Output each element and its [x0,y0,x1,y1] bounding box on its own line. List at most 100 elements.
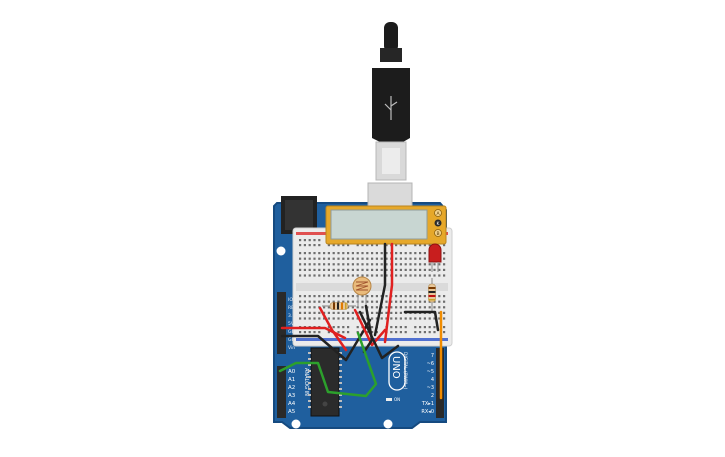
breadboard-hole [423,317,426,320]
breadboard-hole [318,252,321,255]
wire-red[interactable] [353,308,387,347]
breadboard-hole [380,263,383,266]
analog-pin-labels: A0 A1 A2 A3 A4 A5 [288,369,296,415]
breadboard-hole [409,274,412,277]
breadboard-hole [347,317,350,320]
analog-header[interactable] [277,366,286,418]
breadboard-hole [399,311,402,314]
breadboard-hole [361,244,364,247]
on-led-label: ON [394,397,400,402]
breadboard-hole [390,331,393,334]
breadboard-hole [327,268,330,271]
breadboard-hole [327,295,330,298]
breadboard-hole [399,331,402,334]
breadboard-hole [366,331,369,334]
breadboard-hole [347,300,350,303]
breadboard-hole [414,331,417,334]
breadboard-hole [299,300,302,303]
breadboard-hole [347,326,350,329]
breadboard-hole [414,263,417,266]
wire-red[interactable] [280,326,347,340]
breadboard-hole [366,274,369,277]
breadboard-hole [443,311,446,314]
breadboard-hole [395,252,398,255]
wire-red[interactable] [383,242,394,344]
breadboard-hole [342,268,345,271]
breadboard-hole [399,306,402,309]
breadboard-hole [303,300,306,303]
breadboard-hole [308,244,311,247]
breadboard-hole [323,274,326,277]
digital-pin-label: 4 [431,377,434,383]
breadboard-hole [399,295,402,298]
breadboard-hole [323,300,326,303]
breadboard-hole [313,311,316,314]
wire-black[interactable] [280,318,372,362]
breadboard-hole [303,239,306,242]
breadboard-hole [395,244,398,247]
breadboard-hole [337,257,340,260]
breadboard-hole [332,317,335,320]
breadboard-hole [409,268,412,271]
breadboard-hole [308,257,311,260]
uno-logo-text: UNO [390,356,401,379]
usb-cable[interactable] [372,22,410,181]
lcd-module[interactable]: A K B [325,205,447,245]
breadboard-hole [419,274,422,277]
breadboard-hole [419,295,422,298]
breadboard-hole [356,268,359,271]
breadboard-hole [371,317,374,320]
wire-black[interactable] [358,310,400,360]
breadboard-hole [318,300,321,303]
breadboard-hole [313,263,316,266]
breadboard-hole [385,257,388,260]
photoresistor[interactable] [352,276,372,306]
breadboard-hole [323,306,326,309]
power-header[interactable] [277,292,286,354]
usb-cable-strain-relief [384,22,398,52]
breadboard-hole [395,263,398,266]
breadboard-hole [351,317,354,320]
breadboard-hole [399,244,402,247]
breadboard-hole [375,244,378,247]
wire-black[interactable] [373,242,387,337]
breadboard-hole [361,274,364,277]
wire-black[interactable] [403,310,440,332]
breadboard-hole [308,331,311,334]
breadboard-hole [318,274,321,277]
power-jack-inner [285,200,313,230]
breadboard-hole [423,244,426,247]
breadboard-hole [308,268,311,271]
breadboard-hole [414,257,417,260]
breadboard-hole [332,244,335,247]
breadboard-hole [428,306,431,309]
breadboard-hole [313,331,316,334]
digital-pin-labels: 7 ~6 ~5 4 ~3 2 TX▸1 RX◂0 [421,353,434,415]
wire-green[interactable] [278,331,378,398]
breadboard-hole [299,317,302,320]
breadboard-hole [303,257,306,260]
wire-black[interactable] [362,304,374,354]
breadboard-hole [433,306,436,309]
breadboard-hole [380,274,383,277]
breadboard-hole [327,306,330,309]
breadboard-hole [337,268,340,271]
red-led[interactable] [428,243,442,272]
resistor-vertical[interactable] [428,278,436,312]
breadboard-hole [347,274,350,277]
breadboard-hole [414,252,417,255]
resistor-horizontal[interactable] [322,302,356,310]
breadboard-hole [399,268,402,271]
power-pin-label: Vin [288,345,295,351]
breadboard-hole [414,317,417,320]
breadboard-hole [375,263,378,266]
breadboard-hole [375,331,378,334]
wire-red[interactable] [318,306,348,352]
breadboard-hole [303,274,306,277]
breadboard-hole [299,306,302,309]
breadboard-hole [361,268,364,271]
breadboard-hole [356,306,359,309]
analog-pin-label: A0 [288,369,296,375]
